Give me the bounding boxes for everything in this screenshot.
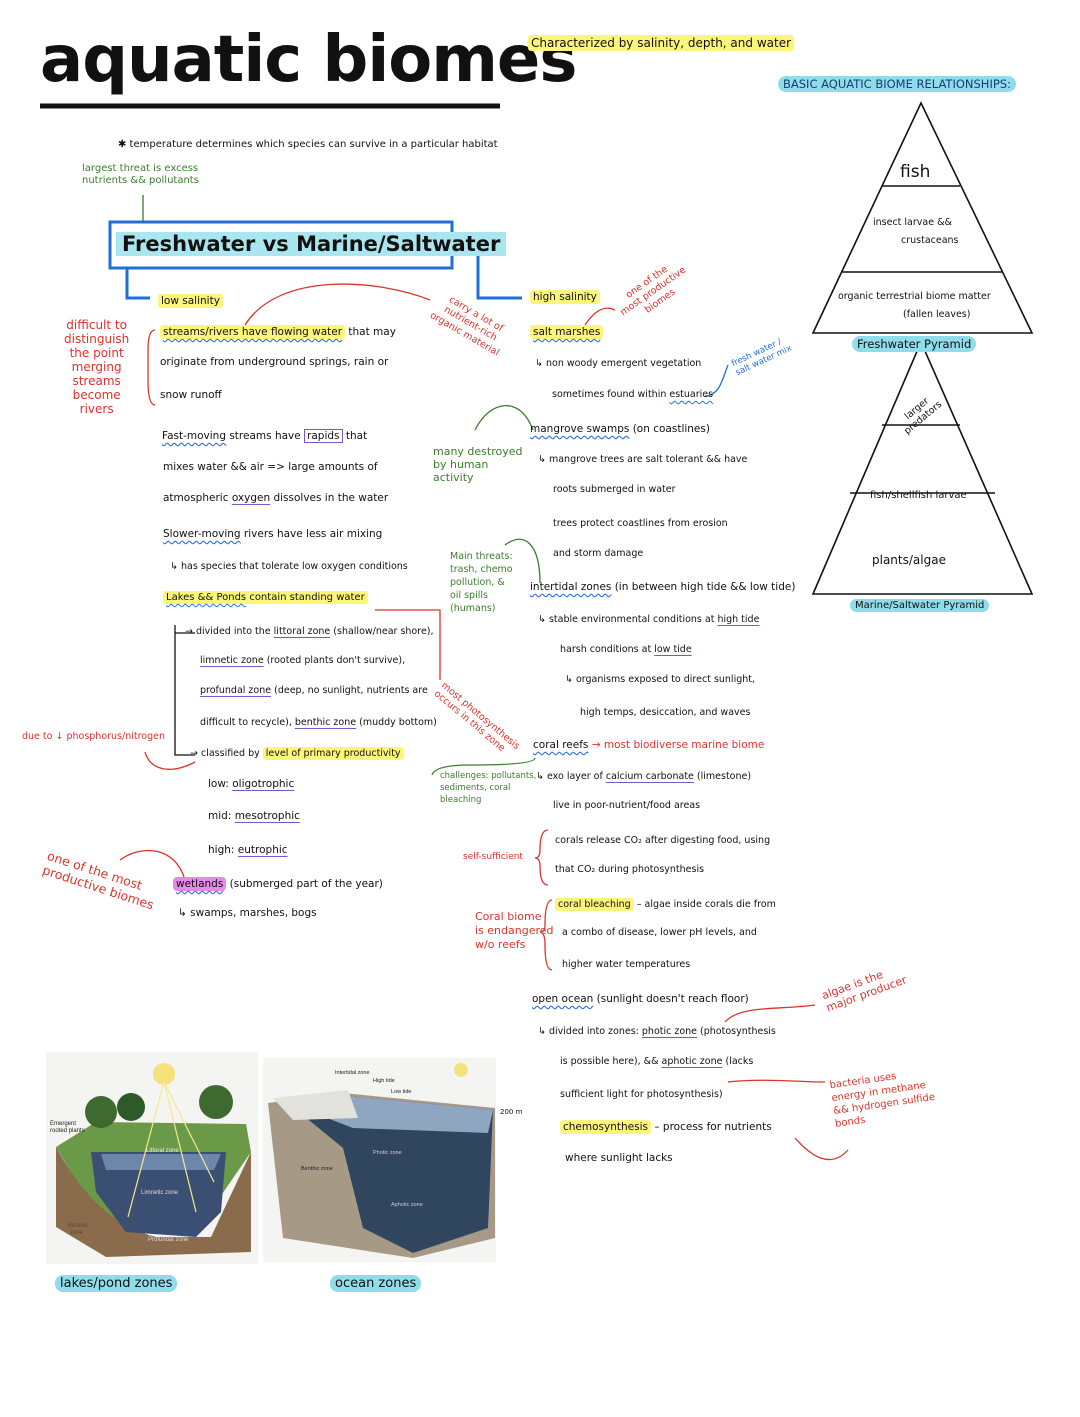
mangrove-2: ↳ mangrove trees are salt tolerant && ha… bbox=[538, 454, 748, 465]
fw-level-organic: organic terrestrial biome matter(fallen … bbox=[838, 291, 991, 320]
ocean-caption: ocean zones bbox=[330, 1275, 422, 1292]
lakes-line: Lakes && Ponds contain standing water bbox=[163, 591, 368, 604]
ocean-3: is possible here), && aphotic zone (lack… bbox=[560, 1056, 754, 1067]
freshwater-pyramid-label: Freshwater Pyramid bbox=[852, 336, 977, 352]
zones-line-2: limnetic zone (rooted plants don't survi… bbox=[200, 655, 406, 666]
lake-caption: lakes/pond zones bbox=[55, 1275, 178, 1292]
intertidal: intertidal zones (in between high tide &… bbox=[530, 581, 796, 593]
fw-level-insects: insect larvae &&crustaceans bbox=[873, 217, 959, 246]
fast-line-2: mixes water && air => large amounts of bbox=[163, 461, 378, 473]
salt-marshes-3: sometimes found within estuaries bbox=[552, 389, 714, 400]
svg-text:rooted plants: rooted plants bbox=[50, 1128, 85, 1134]
streams-line-3: snow runoff bbox=[160, 389, 222, 401]
streams-line-2: originate from underground springs, rain… bbox=[160, 356, 389, 368]
subtitle: Characterized by salinity, depth, and wa… bbox=[528, 35, 795, 51]
chemosynthesis: chemosynthesis – process for nutrients bbox=[560, 1120, 772, 1134]
wetlands-line-2: ↳ swamps, marshes, bogs bbox=[178, 907, 317, 919]
streams-line: streams/rivers have flowing water that m… bbox=[160, 325, 396, 339]
coral-bleaching: coral bleaching – algae inside corals di… bbox=[555, 898, 776, 911]
marine-pyramid-label: Marine/Saltwater Pyramid bbox=[850, 599, 990, 612]
slower-line: Slower-moving rivers have less air mixin… bbox=[163, 528, 383, 540]
fw-level-fish: fish bbox=[900, 162, 931, 182]
ocean-4: sufficient light for photosynthesis) bbox=[560, 1089, 723, 1100]
phosphorus-note: due to ↓ phosphorus/nitrogen bbox=[22, 731, 165, 742]
intertidal-2: ↳ stable environmental conditions at hig… bbox=[538, 614, 760, 625]
pyramids-heading: BASIC AQUATIC BIOME RELATIONSHIPS: bbox=[778, 76, 1016, 92]
main-box-title: Freshwater vs Marine/Saltwater bbox=[116, 232, 507, 257]
salt-marshes: salt marshes bbox=[530, 325, 604, 339]
intertidal-4: ↳ organisms exposed to direct sunlight, bbox=[565, 674, 756, 685]
coral-4: corals release CO₂ after digesting food,… bbox=[555, 835, 771, 846]
mangrove-5: and storm damage bbox=[553, 548, 644, 559]
svg-text:Benthic: Benthic bbox=[68, 1223, 88, 1229]
zones-line-4: difficult to recycle), benthic zone (mud… bbox=[200, 717, 437, 728]
svg-text:High tide: High tide bbox=[373, 1078, 395, 1084]
classified-line: → classified by level of primary product… bbox=[190, 747, 404, 760]
mangrove-3: roots submerged in water bbox=[553, 484, 676, 495]
ocean-zones-illustration: Intertidal zone High tide Low tide 200 m… bbox=[263, 1058, 496, 1262]
star-note: ✱ temperature determines which species c… bbox=[118, 139, 498, 150]
svg-text:Photic zone: Photic zone bbox=[373, 1150, 402, 1156]
red-brace bbox=[147, 329, 156, 406]
red-curve-arrow bbox=[244, 283, 431, 326]
svg-text:Littoral zone: Littoral zone bbox=[146, 1148, 179, 1154]
svg-text:Limnetic zone: Limnetic zone bbox=[141, 1190, 179, 1196]
marine-pyramid bbox=[811, 339, 1034, 595]
zones-line-3: profundal zone (deep, no sunlight, nutri… bbox=[200, 685, 428, 696]
intertidal-5: high temps, desiccation, and waves bbox=[580, 707, 751, 718]
slower-line-2: ↳ has species that tolerate low oxygen c… bbox=[170, 561, 408, 572]
mw-level-plants: plants/algae bbox=[872, 553, 946, 567]
freshwater-pyramid bbox=[811, 101, 1034, 334]
svg-text:Intertidal zone: Intertidal zone bbox=[335, 1070, 370, 1076]
salt-marshes-2: ↳ non woody emergent vegetation bbox=[535, 358, 702, 369]
mangrove-4: trees protect coastlines from erosion bbox=[553, 518, 728, 529]
coral-5: that CO₂ during photosynthesis bbox=[555, 864, 705, 875]
mw-level-fish: fish/shellfish larvae bbox=[870, 490, 967, 501]
lake-zones-illustration: Emergent rooted plants Littoral zone Lim… bbox=[46, 1052, 258, 1264]
label-emergent: Emergent bbox=[50, 1121, 76, 1127]
blue-arrow-left bbox=[125, 268, 150, 300]
intertidal-3: harsh conditions at low tide bbox=[560, 644, 692, 655]
coral-8: higher water temperatures bbox=[562, 959, 691, 970]
fast-line-3: atmospheric oxygen dissolves in the wate… bbox=[163, 492, 389, 504]
red-elbow-arrow bbox=[375, 609, 441, 680]
coral-7: a combo of disease, lower pH levels, and bbox=[562, 927, 757, 938]
self-sufficient-note: self-sufficient bbox=[463, 852, 523, 862]
svg-text:Benthic zone: Benthic zone bbox=[301, 1166, 333, 1172]
level-mid: mid: mesotrophic bbox=[208, 810, 300, 822]
ocean-6: where sunlight lacks bbox=[565, 1152, 673, 1164]
zones-line-1: → divided into the littoral zone (shallo… bbox=[185, 626, 434, 637]
coral-reefs: coral reefs → most biodiverse marine bio… bbox=[533, 739, 765, 751]
wetlands-line: wetlands (submerged part of the year) bbox=[173, 877, 383, 891]
high-salinity-heading: high salinity bbox=[530, 290, 600, 304]
fast-line: Fast-moving streams have rapids that bbox=[162, 429, 368, 443]
level-high: high: eutrophic bbox=[208, 844, 288, 856]
low-salinity-heading: low salinity bbox=[158, 294, 223, 308]
svg-text:Profundal zone: Profundal zone bbox=[148, 1237, 189, 1243]
svg-text:Low tide: Low tide bbox=[391, 1089, 412, 1095]
coral-2: ↳ exo layer of calcium carbonate (limest… bbox=[536, 771, 752, 782]
ocean-depth-label: 200 m bbox=[500, 1108, 523, 1116]
open-ocean: open ocean (sunlight doesn't reach floor… bbox=[532, 993, 749, 1005]
svg-text:Aphotic zone: Aphotic zone bbox=[391, 1202, 423, 1208]
page-title: aquatic biomes bbox=[40, 23, 577, 97]
coral-3: live in poor-nutrient/food areas bbox=[553, 800, 701, 811]
level-low: low: oligotrophic bbox=[208, 778, 295, 790]
svg-text:zone: zone bbox=[70, 1230, 84, 1236]
ocean-2: ↳ divided into zones: photic zone (photo… bbox=[538, 1026, 776, 1037]
mangrove: mangrove swamps (on coastlines) bbox=[530, 423, 710, 435]
